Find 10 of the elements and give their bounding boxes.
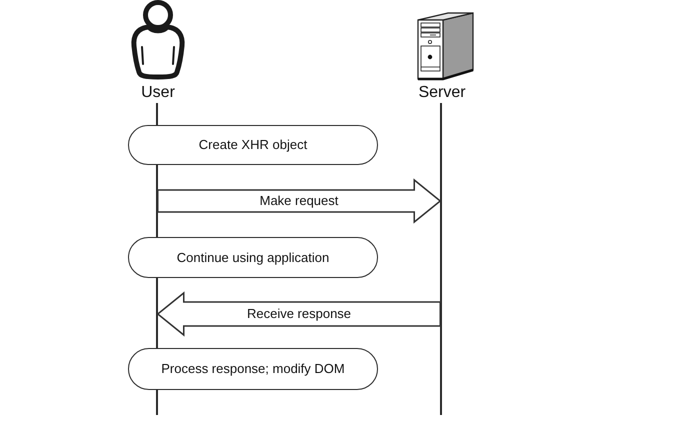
activity-pill [128, 125, 378, 165]
activity-label: Continue using application [176, 250, 330, 266]
activity-pill [128, 348, 378, 390]
actor-label: User [140, 84, 176, 102]
activity-label: Process response; modify DOM [161, 361, 345, 377]
activity-label: Create XHR object [198, 137, 308, 153]
edge-label: Make request [258, 193, 340, 209]
actor-label: Server [417, 84, 467, 102]
lifeline [440, 103, 442, 415]
activity-pill [128, 237, 378, 278]
